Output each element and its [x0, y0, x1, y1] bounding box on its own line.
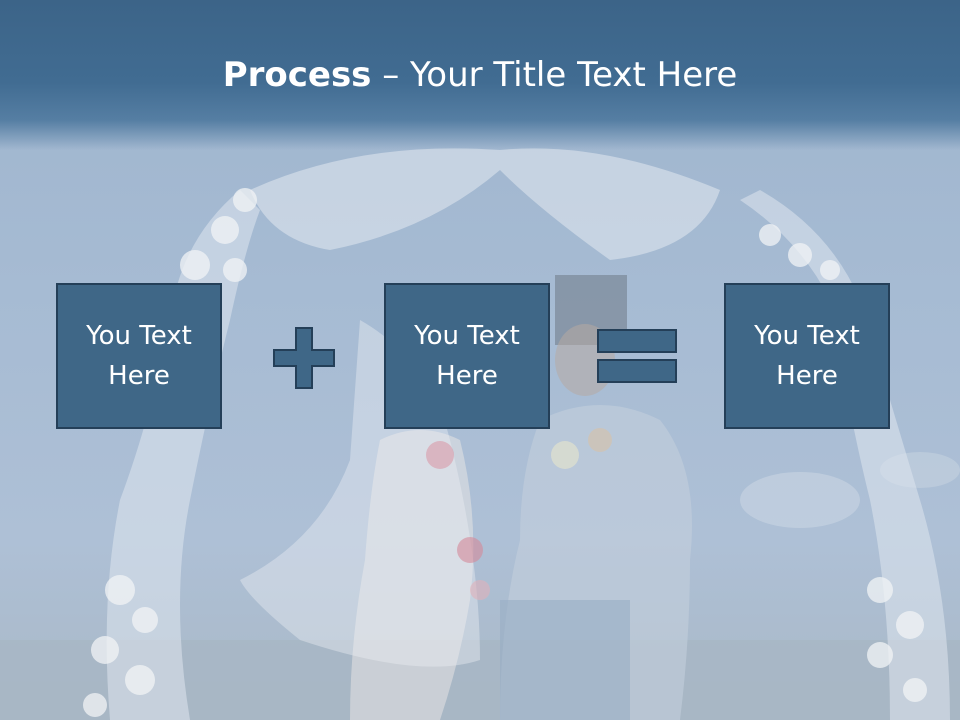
process-box-2[interactable]: You Text Here: [384, 283, 550, 429]
box-line-2: Here: [436, 361, 498, 391]
jeans: [500, 600, 630, 720]
box-line-1: You Text: [754, 321, 860, 351]
process-box-1-text: You Text Here: [86, 316, 192, 396]
title-rest: – Your Title Text Here: [371, 55, 738, 95]
process-box-3-text: You Text Here: [754, 316, 860, 396]
arch-right: [740, 190, 950, 720]
title-band: [0, 0, 960, 150]
bride: [350, 430, 474, 720]
equals-icon: [597, 329, 677, 383]
bouquet: [426, 428, 612, 600]
flowers-right: [759, 224, 927, 702]
box-line-1: You Text: [86, 321, 192, 351]
slide-title: Process – Your Title Text Here: [0, 52, 960, 98]
process-box-1[interactable]: You Text Here: [56, 283, 222, 429]
flowers-left: [83, 188, 257, 717]
title-bold: Process: [222, 55, 372, 95]
process-box-3[interactable]: You Text Here: [724, 283, 890, 429]
box-line-2: Here: [776, 361, 838, 391]
box-line-2: Here: [108, 361, 170, 391]
drapery: [250, 148, 720, 260]
box-line-1: You Text: [414, 321, 520, 351]
process-box-2-text: You Text Here: [414, 316, 520, 396]
plus-icon: [273, 327, 335, 389]
cloud: [740, 472, 860, 528]
